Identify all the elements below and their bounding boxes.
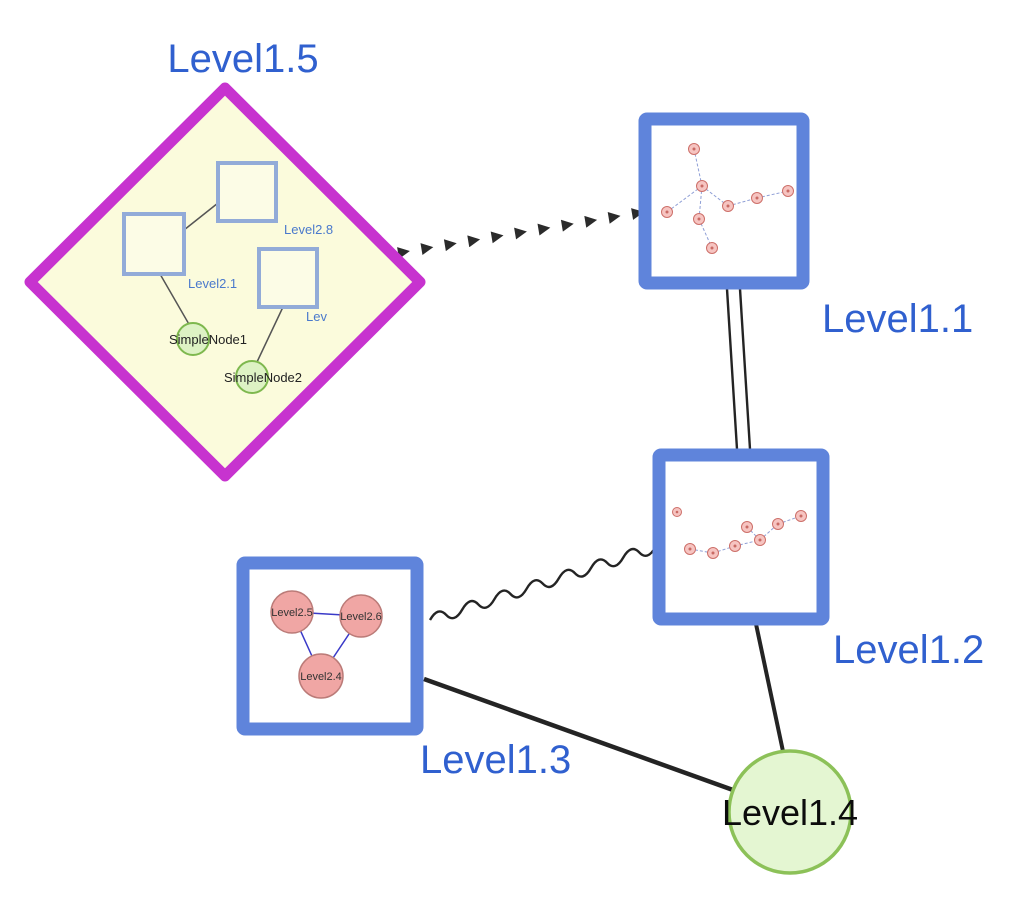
- mini-node[interactable]: [722, 200, 734, 212]
- node-level1-4-circle[interactable]: [727, 749, 853, 875]
- node-simplenode1-label: SimpleNode1: [169, 332, 247, 347]
- node-level1-4-label: Level1.4: [722, 792, 858, 833]
- mini-node[interactable]: [772, 518, 784, 530]
- node-lev-label: Lev: [306, 309, 327, 324]
- edge-level12-to-level14[interactable]: [754, 623, 786, 757]
- mini-node[interactable]: [795, 510, 807, 522]
- mini-node[interactable]: [684, 543, 696, 555]
- level1-3-mini-graph: Level2.5 Level2.6 Level2.4: [270, 590, 383, 699]
- mini-node[interactable]: [754, 534, 766, 546]
- node-level1-5-label: Level1.5: [167, 37, 318, 81]
- mini-node[interactable]: [696, 180, 708, 192]
- edge-level15-to-level11[interactable]: [397, 208, 644, 259]
- edge-lev-simplenode2[interactable]: [256, 306, 284, 363]
- node-level2-4[interactable]: [298, 653, 344, 699]
- top-level-edges: [397, 208, 786, 793]
- mini-node[interactable]: [661, 206, 673, 218]
- edge-level21-simplenode1[interactable]: [159, 273, 191, 327]
- edge-level13-to-level12[interactable]: [428, 546, 657, 621]
- node-level1-3-label: Level1.3: [420, 738, 571, 782]
- node-level2-1-label: Level2.1: [188, 276, 237, 291]
- node-level1-2-box[interactable]: [652, 448, 830, 626]
- node-level2-6-label: Level2.6: [340, 611, 382, 623]
- node-lev[interactable]: [257, 247, 319, 309]
- node-level2-1[interactable]: [122, 212, 186, 276]
- node-simplenode2-label: SimpleNode2: [224, 370, 302, 385]
- node-level1-5: Level2.8 Level2.1 Lev SimpleNode1 Simple…: [24, 37, 426, 482]
- node-level1-3: Level2.5 Level2.6 Level2.4 Level1.3: [236, 556, 571, 782]
- node-level2-5[interactable]: [270, 590, 314, 634]
- node-level1-2: Level1.2: [652, 448, 984, 672]
- node-simplenode1[interactable]: [176, 322, 210, 356]
- node-simplenode2[interactable]: [235, 360, 269, 394]
- mini-node[interactable]: [741, 521, 753, 533]
- mini-node[interactable]: [782, 185, 794, 197]
- level1-1-mini-graph: [661, 143, 794, 254]
- node-level2-4-label: Level2.4: [300, 671, 342, 683]
- mini-node[interactable]: [672, 507, 682, 517]
- node-level1-1: Level1.1: [638, 112, 973, 341]
- node-level2-5-label: Level2.5: [271, 607, 313, 619]
- mini-node[interactable]: [707, 547, 719, 559]
- mini-node[interactable]: [729, 540, 741, 552]
- node-level2-8-label: Level2.8: [284, 222, 333, 237]
- mini-node[interactable]: [751, 192, 763, 204]
- level1-2-mini-graph: [672, 507, 807, 559]
- node-level2-6[interactable]: [339, 594, 383, 638]
- node-level1-4: Level1.4: [722, 749, 858, 875]
- edge-level28-level21[interactable]: [183, 202, 219, 231]
- diamond-shape[interactable]: [24, 82, 426, 482]
- mini-node[interactable]: [688, 143, 700, 155]
- mini-node[interactable]: [693, 213, 705, 225]
- edge-level13-to-level14[interactable]: [423, 676, 734, 793]
- node-level1-2-label: Level1.2: [833, 628, 984, 672]
- node-level1-1-box[interactable]: [638, 112, 810, 290]
- node-level1-1-label: Level1.1: [822, 297, 973, 341]
- mini-node[interactable]: [706, 242, 718, 254]
- edge-level11-to-level12[interactable]: [725, 288, 752, 450]
- node-level2-8[interactable]: [216, 161, 278, 223]
- node-level1-3-box[interactable]: [236, 556, 424, 736]
